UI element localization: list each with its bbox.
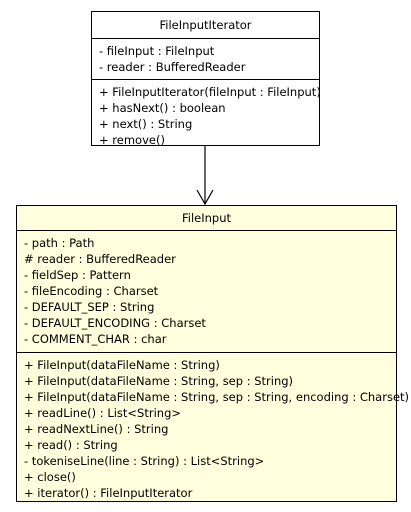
attribute-reader: # reader : BufferedReader [24,252,176,266]
operation-hasnext: + hasNext() : boolean [99,101,226,115]
class-name-fileinputiterator: FileInputIterator [92,12,319,39]
class-fileinputiterator[interactable]: FileInputIterator - fileInput : FileInpu… [91,11,321,147]
attribute-fileinput: - fileInput : FileInput [99,44,215,58]
operation-next: + next() : String [99,117,193,131]
operation-remove: + remove() [99,133,165,147]
attribute-path: - path : Path [24,236,95,250]
operation-iterator: + iterator() : FileInputIterator [24,486,193,500]
attribute-fileencoding: - fileEncoding : Charset [24,284,159,298]
association-arrowhead [196,189,214,206]
operation-constructor-2: + FileInput(dataFileName : String, sep :… [24,374,294,388]
operation-constructor-3: + FileInput(dataFileName : String, sep :… [24,390,410,404]
operation-readnextline: + readNextLine() : String [24,422,169,436]
operation-tokeniseline: - tokeniseLine(line : String) : List<Str… [24,454,265,468]
attributes-compartment-fileinput: - path : Path # reader : BufferedReader … [17,231,396,352]
class-name-fileinput: FileInput [17,206,396,231]
operation-read: + read() : String [24,438,118,452]
attribute-default-encoding: - DEFAULT_ENCODING : Charset [24,316,206,330]
operation-readline: + readLine() : List<String> [24,406,182,420]
attribute-default-sep: - DEFAULT_SEP : String [24,300,155,314]
operation-close: + close() [24,470,76,484]
attribute-reader: - reader : BufferedReader [99,60,246,74]
operations-compartment-fileinput: + FileInput(dataFileName : String) + Fil… [17,352,410,506]
attributes-compartment-fileinputiterator: - fileInput : FileInput - reader : Buffe… [92,39,319,79]
attribute-fieldsep: - fieldSep : Pattern [24,268,131,282]
operation-constructor: + FileInputIterator(fileInput : FileInpu… [99,85,321,99]
attribute-comment-char: - COMMENT_CHAR : char [24,332,167,346]
operations-compartment-fileinputiterator: + FileInputIterator(fileInput : FileInpu… [92,79,321,152]
class-fileinput[interactable]: FileInput - path : Path # reader : Buffe… [16,205,409,502]
operation-constructor-1: + FileInput(dataFileName : String) [24,358,220,372]
